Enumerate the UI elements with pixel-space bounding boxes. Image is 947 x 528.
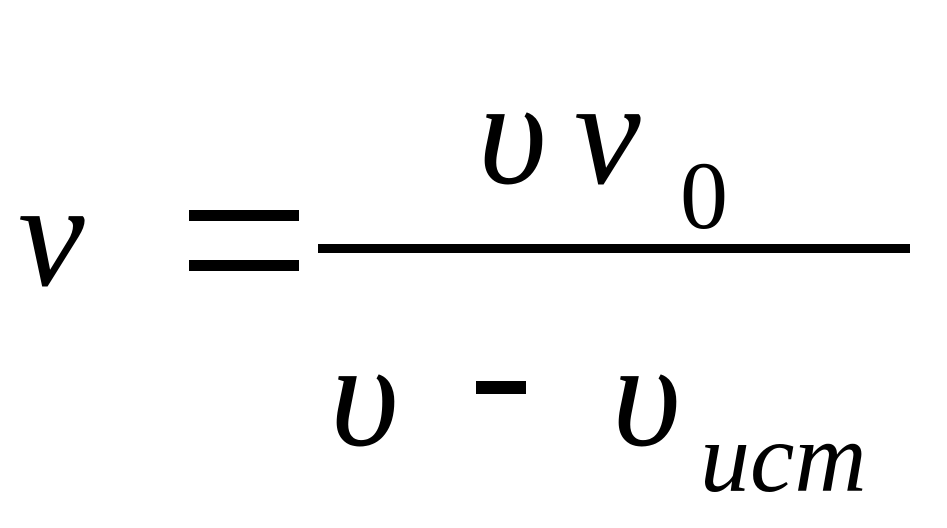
fraction-line (318, 244, 910, 253)
numerator-nu: ν (574, 50, 641, 216)
numerator-upsilon: υ (478, 50, 547, 216)
denominator-subscript: ист (700, 402, 867, 513)
lhs-nu: ν (18, 152, 85, 318)
numerator-nu-subscript: 0 (680, 142, 728, 249)
equals-sign-top-bar (189, 210, 299, 221)
denominator-upsilon-source: υ (612, 312, 681, 478)
denominator-upsilon: υ (330, 312, 399, 478)
minus-sign (476, 381, 526, 394)
equals-sign-bottom-bar (189, 260, 299, 271)
